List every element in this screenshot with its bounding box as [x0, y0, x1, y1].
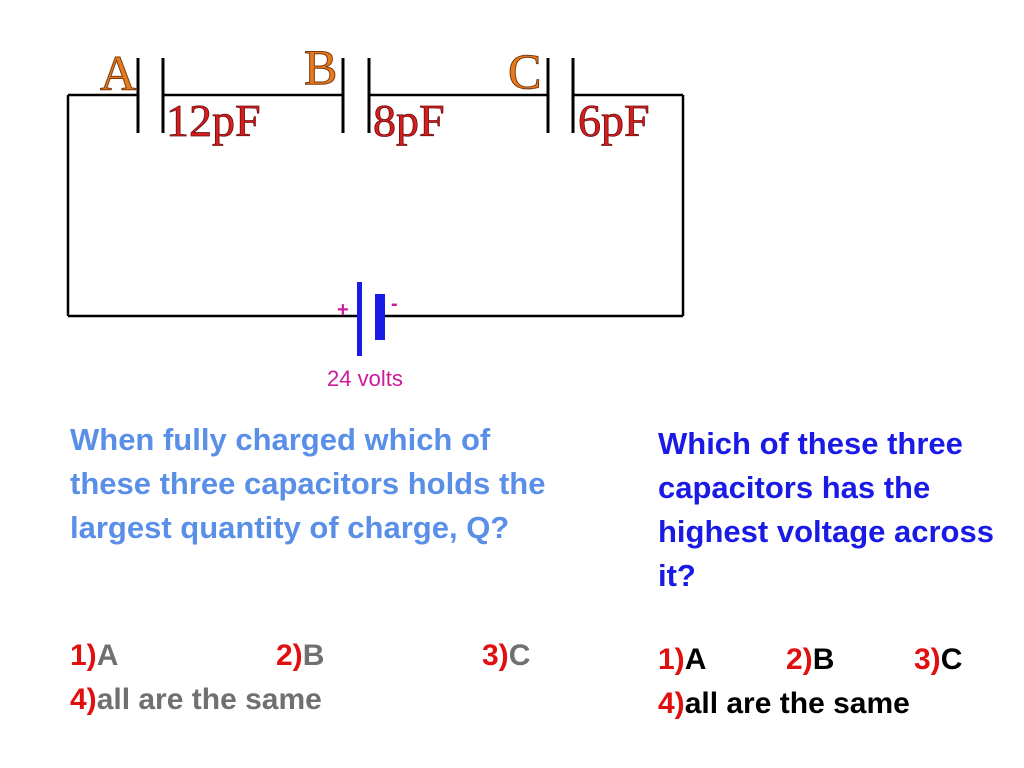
option-number: 1)	[70, 639, 97, 672]
capacitor-a-value: 12pF	[166, 95, 261, 146]
charge-option-1[interactable]: 1)A	[70, 634, 118, 678]
battery-long-plate	[357, 282, 362, 356]
option-number: 1)	[658, 643, 685, 676]
capacitor-b-letter: B	[304, 39, 337, 95]
battery-plus-sign: +	[337, 299, 349, 321]
option-text: C	[508, 639, 531, 672]
option-text: B	[812, 643, 835, 676]
option-number: 2)	[276, 639, 303, 672]
option-text: C	[940, 643, 963, 676]
charge-option-4[interactable]: 4)all are the same	[70, 678, 322, 722]
question-voltage: Which of these three capacitors has the …	[658, 426, 994, 593]
voltage-option-3[interactable]: 3)C	[914, 638, 962, 682]
option-text: all are the same	[684, 687, 910, 720]
option-text: A	[684, 643, 707, 676]
capacitor-c-letter: C	[508, 43, 541, 99]
option-number: 3)	[482, 639, 509, 672]
battery-voltage-label: 24 volts	[327, 366, 403, 391]
capacitor-b-value: 8pF	[373, 95, 445, 146]
option-text: A	[96, 639, 119, 672]
circuit-wires	[66, 93, 685, 318]
option-number: 3)	[914, 643, 941, 676]
voltage-option-4[interactable]: 4)all are the same	[658, 682, 910, 726]
option-number: 2)	[786, 643, 813, 676]
capacitor-a-letter: A	[100, 45, 136, 101]
option-number: 4)	[70, 683, 97, 716]
option-text: all are the same	[96, 683, 322, 716]
battery-minus-sign: -	[391, 293, 398, 315]
capacitor-c-value: 6pF	[578, 95, 650, 146]
battery-short-plate	[375, 294, 385, 340]
circuit-diagram: A 12pF B 8pF C 6pF + - 24 volts	[66, 39, 685, 391]
voltage-option-1[interactable]: 1)A	[658, 638, 706, 682]
option-text: B	[302, 639, 325, 672]
charge-option-2[interactable]: 2)B	[276, 634, 324, 678]
capacitor-b: B 8pF	[304, 39, 445, 147]
question-charge: When fully charged which of these three …	[70, 422, 546, 545]
voltage-option-2[interactable]: 2)B	[786, 638, 834, 682]
battery: + - 24 volts	[327, 282, 403, 391]
capacitor-a: A 12pF	[100, 45, 261, 147]
option-number: 4)	[658, 687, 685, 720]
charge-option-3[interactable]: 3)C	[482, 634, 530, 678]
capacitor-c: C 6pF	[508, 43, 650, 147]
